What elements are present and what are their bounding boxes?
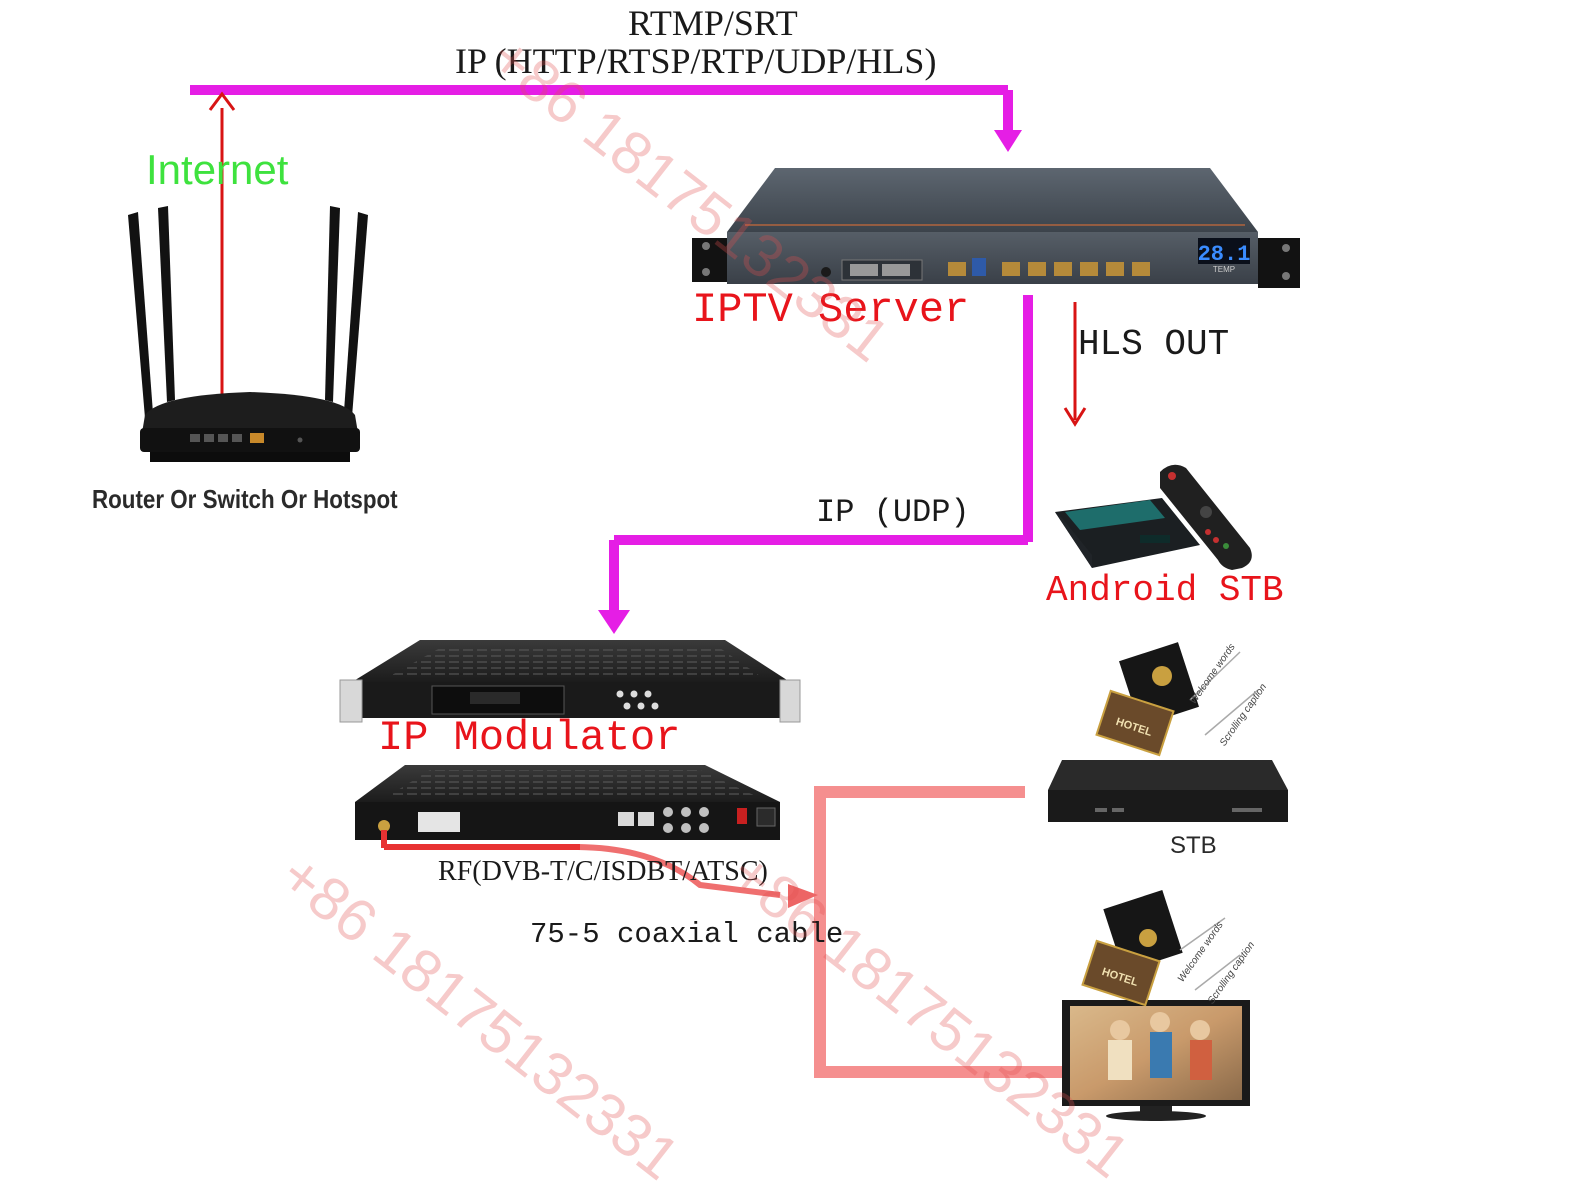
tv-icon <box>1062 1000 1250 1121</box>
hls-out-label: HLS OUT <box>1078 324 1230 365</box>
stb-label: STB <box>1170 832 1217 859</box>
protocol-label-rtmp-srt: RTMP/SRT <box>628 3 798 43</box>
ip-udp-link <box>598 295 1033 634</box>
ip-udp-label: IP (UDP) <box>816 494 970 531</box>
stb-overlay-cards <box>1095 642 1259 757</box>
server-temp-label: TEMP <box>1213 265 1235 274</box>
router-label: Router Or Switch Or Hotspot <box>92 484 398 514</box>
remote-control-icon <box>1160 464 1252 570</box>
internet-label: Internet <box>146 146 289 193</box>
internet-ip-link <box>190 85 1022 152</box>
ip-modulator-label: IP Modulator <box>378 714 681 762</box>
coax-cable-label: 75-5 coaxial cable <box>530 918 844 951</box>
iptv-server-label: IPTV Server <box>692 286 970 334</box>
protocol-label-ip: IP (HTTP/RTSP/RTP/UDP/HLS) <box>455 41 937 81</box>
rf-standard-label: RF(DVB-T/C/ISDBT/ATSC) <box>438 856 768 887</box>
android-stb-label: Android STB <box>1046 570 1284 611</box>
coax-cable-tree <box>788 786 1065 1078</box>
stb-icon <box>1048 760 1288 822</box>
ip-modulator-rear-icon <box>355 765 780 840</box>
tv-overlay-cards <box>1081 890 1241 1007</box>
router-icon <box>128 206 368 462</box>
server-display-value: 28.1 <box>1198 242 1251 267</box>
internet-arrow <box>208 91 236 425</box>
rf-output-line <box>381 830 781 898</box>
ip-modulator-front-icon <box>339 640 801 723</box>
iptv-server-icon <box>692 168 1300 288</box>
hls-out-arrow <box>1063 302 1087 427</box>
android-stb-icon <box>1055 498 1200 568</box>
